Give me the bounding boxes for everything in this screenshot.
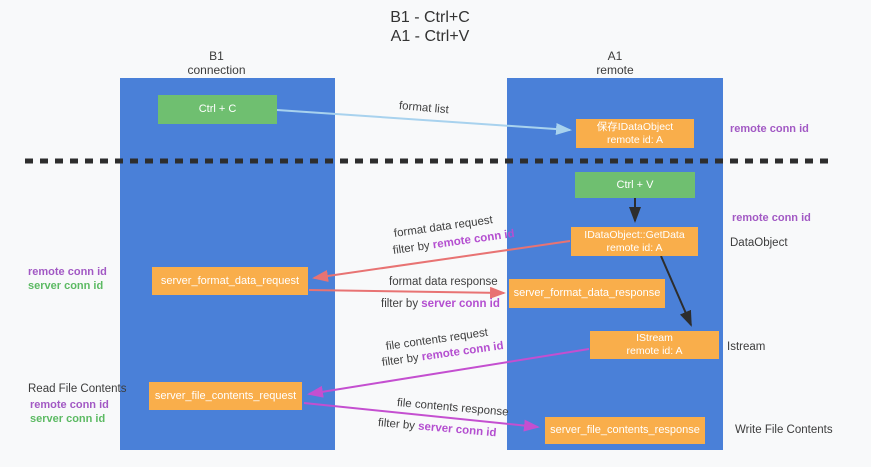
side-label-remote-conn-id-mid-right: remote conn id: [732, 212, 811, 224]
filter-by-text: filter by: [392, 239, 431, 257]
node-istream-line1: IStream: [636, 332, 673, 344]
node-server-file-contents-request: server_file_contents_request: [149, 382, 302, 410]
side-label-remote-conn-id-left-bottom: remote conn id: [30, 399, 109, 411]
server-conn-id-highlight: server conn id: [421, 298, 500, 310]
column-b1-role: connection: [187, 63, 246, 77]
node-server-file-contents-response: server_file_contents_response: [545, 417, 705, 444]
filter-by-text: filter by: [381, 351, 420, 369]
node-ctrl-v: Ctrl + V: [575, 172, 695, 198]
node-ctrl-c-label: Ctrl + C: [198, 103, 237, 115]
side-label-write-file-contents: Write File Contents: [735, 424, 833, 436]
filter-by-text: filter by: [381, 298, 419, 310]
node-ctrl-c: Ctrl + C: [158, 95, 277, 124]
side-label-remote-conn-id-left-top: remote conn id: [28, 266, 107, 278]
node-server-format-data-response-label: server_format_data_response: [513, 287, 661, 299]
column-a1-name: A1: [607, 49, 623, 63]
node-ctrl-v-label: Ctrl + V: [616, 178, 654, 191]
node-server-format-data-request-label: server_format_data_request: [160, 274, 300, 287]
node-save-idataobject: 保存IDataObject remote id: A: [576, 119, 694, 148]
column-header-a1: A1 remote: [507, 49, 723, 77]
column-b1-name: B1: [209, 49, 224, 63]
label-format-data-response: format data response: [389, 276, 498, 288]
node-server-file-contents-request-label: server_file_contents_request: [154, 389, 297, 402]
node-server-format-data-response: server_format_data_response: [509, 279, 665, 308]
side-label-dataobject: DataObject: [730, 237, 788, 249]
node-server-format-data-request: server_format_data_request: [152, 267, 308, 295]
label-file-contents-response: file contents response: [396, 397, 509, 419]
title-line-1: B1 - Ctrl+C: [390, 9, 470, 26]
diagram-title: B1 - Ctrl+C A1 - Ctrl+V: [0, 8, 860, 46]
side-label-server-conn-id-left-bottom: server conn id: [30, 413, 106, 425]
side-label-server-conn-id-left-top: server conn id: [28, 280, 104, 292]
node-istream-line2: remote id: A: [626, 345, 683, 357]
arrow-format-data-response: [308, 286, 506, 299]
side-label-remote-conn-id-top-right: remote conn id: [730, 123, 809, 135]
node-save-idataobject-line1: 保存IDataObject: [596, 120, 674, 133]
side-label-istream: Istream: [727, 341, 766, 353]
side-label-read-file-contents: Read File Contents: [28, 383, 127, 395]
server-conn-id-highlight: server conn id: [417, 420, 497, 440]
node-server-file-contents-response-label: server_file_contents_response: [550, 424, 700, 436]
label-format-list: format list: [398, 100, 450, 117]
node-idataobject-getdata-line1: IDataObject::GetData: [584, 228, 685, 241]
label-filter-by-server-conn-id-file: filter by server conn id: [377, 417, 496, 439]
label-filter-by-server-conn-id-format: filter by server conn id: [381, 298, 500, 310]
title-line-2: A1 - Ctrl+V: [390, 28, 470, 45]
node-idataobject-getdata: IDataObject::GetData remote id: A: [571, 227, 698, 256]
column-a1-role: remote: [596, 63, 634, 77]
node-idataobject-getdata-line2: remote id: A: [606, 241, 663, 254]
node-istream: IStream remote id: A: [590, 331, 719, 359]
column-header-b1: B1 connection: [109, 49, 324, 77]
filter-by-text: filter by: [377, 417, 416, 433]
node-save-idataobject-line2: remote id: A: [606, 133, 664, 146]
